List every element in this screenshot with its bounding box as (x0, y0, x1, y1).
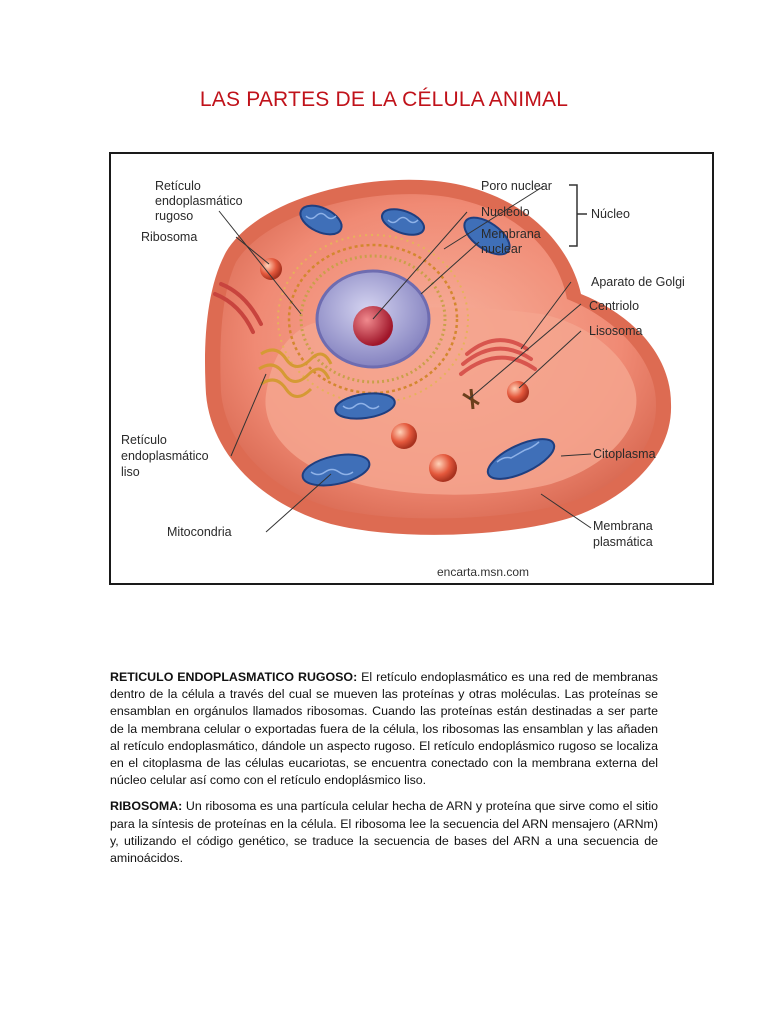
label-reticulo-rugoso-1: Retículo (155, 179, 201, 193)
cell-illustration (205, 179, 672, 535)
page-title: LAS PARTES DE LA CÉLULA ANIMAL (199, 88, 569, 111)
term-ribosoma: RIBOSOMA: (110, 799, 183, 814)
label-reticulo-liso-2: endoplasmático (121, 449, 209, 463)
label-reticulo-liso-1: Retículo (121, 433, 167, 447)
label-mitocondria: Mitocondria (167, 525, 232, 539)
label-membrana-nuclear-2: nuclear (481, 242, 522, 256)
label-nucleo: Núcleo (591, 207, 630, 221)
term-reticulo-rugoso: RETICULO ENDOPLASMATICO RUGOSO: (110, 670, 358, 684)
body-text: RETICULO ENDOPLASMATICO RUGOSO: El retíc… (110, 669, 658, 876)
label-reticulo-rugoso-3: rugoso (155, 209, 193, 223)
label-citoplasma: Citoplasma (593, 447, 656, 461)
text-reticulo-rugoso: El retículo endoplasmático es una red de… (110, 670, 659, 788)
text-ribosoma: Un ribosoma es una partícula celular hec… (110, 799, 658, 866)
label-lisosoma: Lisosoma (589, 324, 643, 338)
label-membrana-plasmatica-1: Membrana (593, 519, 653, 533)
label-nucleolo: Nucléolo (481, 205, 530, 219)
paragraph-reticulo-rugoso: RETICULO ENDOPLASMATICO RUGOSO: El retíc… (110, 669, 658, 789)
label-ribosoma: Ribosoma (141, 230, 197, 244)
figure-source-credit: encarta.msn.com (437, 565, 529, 579)
label-reticulo-liso-3: liso (121, 465, 140, 479)
label-membrana-nuclear-1: Membrana (481, 227, 541, 241)
label-centriolo: Centriolo (589, 299, 639, 313)
label-reticulo-rugoso-2: endoplasmático (155, 194, 243, 208)
label-aparato-golgi: Aparato de Golgi (591, 275, 685, 289)
cell-diagram-figure: Retículo endoplasmático rugoso Ribosoma … (109, 152, 714, 585)
paragraph-ribosoma: RIBOSOMA: Un ribosoma es una partícula c… (110, 798, 658, 867)
label-poro-nuclear: Poro nuclear (481, 179, 552, 193)
label-membrana-plasmatica-2: plasmática (593, 535, 653, 549)
